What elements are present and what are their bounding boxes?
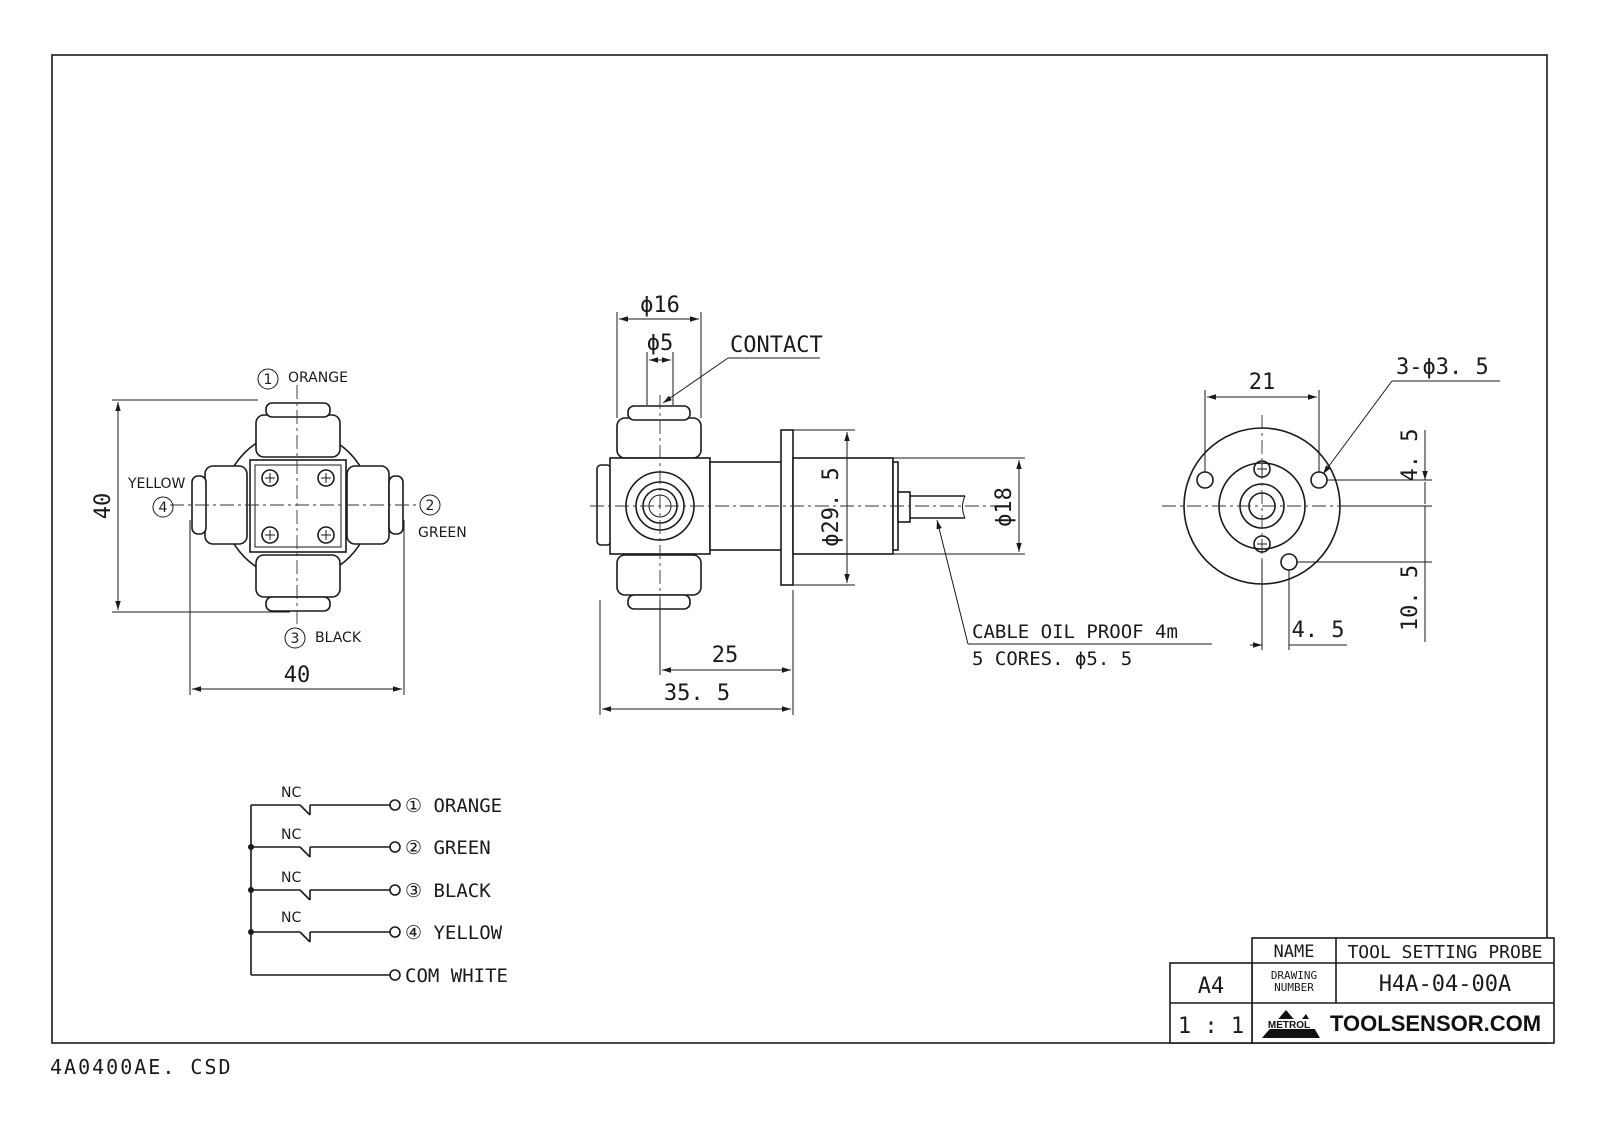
name-value: TOOL SETTING PROBE [1347, 942, 1542, 963]
side-view: ϕ16 ϕ5 CONTACT ϕ29. 5 ϕ18 25 35. 5 CABLE… [590, 293, 1212, 715]
logo-text: TOOLSENSOR.COM [1330, 1011, 1541, 1036]
nc-label-2: NC [281, 827, 301, 843]
name-label: NAME [1274, 942, 1315, 962]
schematic-line-yellow: ④ YELLOW [405, 922, 503, 944]
dim-d16: ϕ16 [640, 293, 680, 318]
schematic-line-black: ③ BLACK [405, 880, 491, 902]
wire-green-label: GREEN [418, 525, 467, 541]
dim-w21: 21 [1249, 370, 1276, 395]
cable-spec-line2: 5 CORES. ϕ5. 5 [972, 648, 1132, 670]
dim-len25: 25 [712, 643, 739, 668]
paper-size: A4 [1198, 974, 1225, 999]
schematic-line-orange: ① ORANGE [405, 795, 502, 817]
front-height-dim: 40 [91, 493, 116, 520]
dim-v45: 4. 5 [1398, 429, 1423, 482]
dim-v105: 10. 5 [1398, 565, 1423, 631]
logo-small: METROL [1268, 1020, 1310, 1031]
front-view: 1 ORANGE YELLOW 4 2 GREEN 3 BLACK 40 40 [91, 368, 467, 695]
drawing-label-1: DRAWING [1271, 969, 1317, 982]
nc-label-1: NC [281, 785, 301, 801]
metrol-logo-icon: METROL [1258, 1010, 1320, 1038]
dim-h45: 4. 5 [1292, 618, 1345, 643]
wire-orange-label: ORANGE [288, 370, 348, 386]
scale: 1 : 1 [1178, 1014, 1244, 1039]
wiring-schematic: NC NC NC NC ① ORANGE ② GREEN ③ BLACK ④ Y… [248, 785, 508, 987]
dim-d18: ϕ18 [992, 487, 1017, 527]
nc-label-4: NC [281, 910, 301, 926]
wire-1-number: 1 [264, 372, 273, 388]
wire-yellow-label: YELLOW [127, 476, 186, 492]
drawing-frame [51, 54, 1548, 1044]
file-name: 4A0400AE. CSD [50, 1055, 233, 1079]
drawing-number: H4A-04-00A [1379, 972, 1511, 997]
dim-len35: 35. 5 [664, 681, 730, 706]
hole-icon [1196, 471, 1214, 489]
flange-view: 21 3-ϕ3. 5 4. 5 10. 5 4. 5 [1162, 355, 1500, 650]
title-block: NAME TOOL SETTING PROBE DRAWING NUMBER H… [1169, 937, 1555, 1044]
dim-d5: ϕ5 [647, 331, 674, 356]
screw-icon [261, 469, 335, 544]
schematic-line-green: ② GREEN [405, 837, 491, 859]
drawing-label-2: NUMBER [1274, 981, 1314, 994]
wire-4-number: 4 [159, 500, 168, 516]
front-width-dim: 40 [284, 663, 311, 688]
cable-spec-line1: CABLE OIL PROOF 4m [972, 621, 1178, 643]
dim-d29: ϕ29. 5 [819, 467, 844, 546]
contact-label: CONTACT [730, 333, 823, 358]
wire-3-number: 3 [291, 631, 300, 647]
wire-black-label: BLACK [315, 630, 362, 646]
dim-holes: 3-ϕ3. 5 [1396, 355, 1489, 380]
schematic-line-com: COM WHITE [405, 965, 508, 987]
wire-2-number: 2 [426, 498, 435, 514]
nc-label-3: NC [281, 870, 301, 886]
